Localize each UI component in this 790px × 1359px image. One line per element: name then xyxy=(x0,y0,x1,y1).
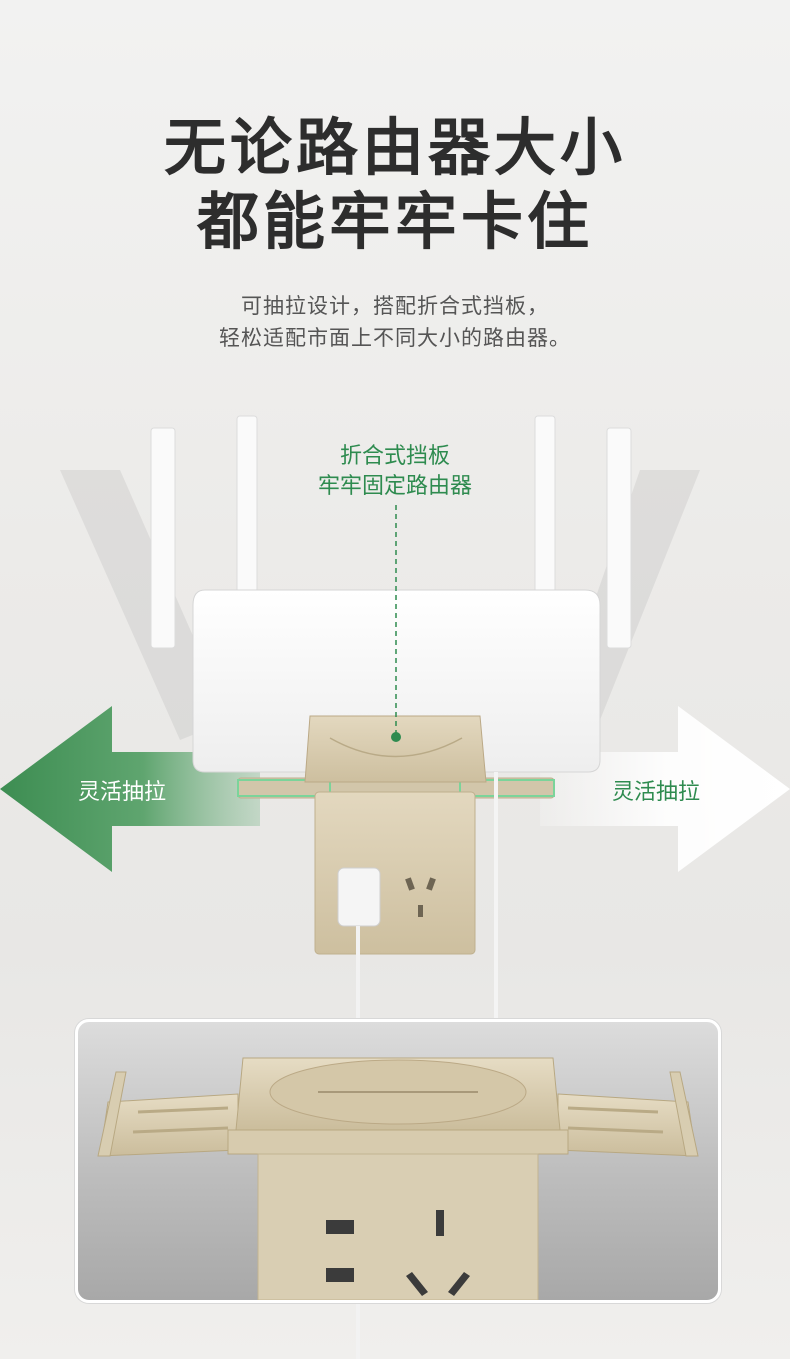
antenna-1 xyxy=(150,427,176,649)
callout-line-1: 折合式挡板 xyxy=(339,444,450,469)
headline-line-1: 无论路由器大小 xyxy=(163,111,626,184)
usb-port-1 xyxy=(326,1220,354,1234)
callout-dot xyxy=(391,732,401,742)
callout-line-2: 牢牢固定路由器 xyxy=(317,474,472,499)
antenna-4 xyxy=(606,427,632,649)
subtitle-line-2: 轻松适配市面上不同大小的路由器。 xyxy=(219,326,571,350)
router-antennas xyxy=(150,415,632,649)
closeup-socket-body xyxy=(257,1153,539,1300)
right-arrow-label: 灵活抽拉 xyxy=(612,780,701,805)
antenna-2 xyxy=(236,415,258,607)
left-arrow-label: 灵活抽拉 xyxy=(78,780,167,805)
fold-baffle xyxy=(304,715,487,783)
usb-port-2 xyxy=(326,1268,354,1282)
antenna-3 xyxy=(534,415,556,607)
subtitle-line-1: 可抽拉设计，搭配折合式挡板， xyxy=(241,294,549,318)
left-extension-tray xyxy=(97,1071,239,1157)
left-pull-arrow xyxy=(0,706,260,872)
center-shelf-plate xyxy=(227,1057,569,1155)
three-pin-socket xyxy=(405,877,436,917)
right-pull-arrow xyxy=(540,706,790,872)
closeup-inset xyxy=(75,1019,721,1303)
usb-charger xyxy=(337,867,381,927)
socket-panel xyxy=(314,791,476,955)
right-extension-tray xyxy=(557,1071,699,1157)
headline-line-2: 都能牢牢卡住 xyxy=(196,185,593,258)
shelf-closeup xyxy=(97,1057,699,1300)
